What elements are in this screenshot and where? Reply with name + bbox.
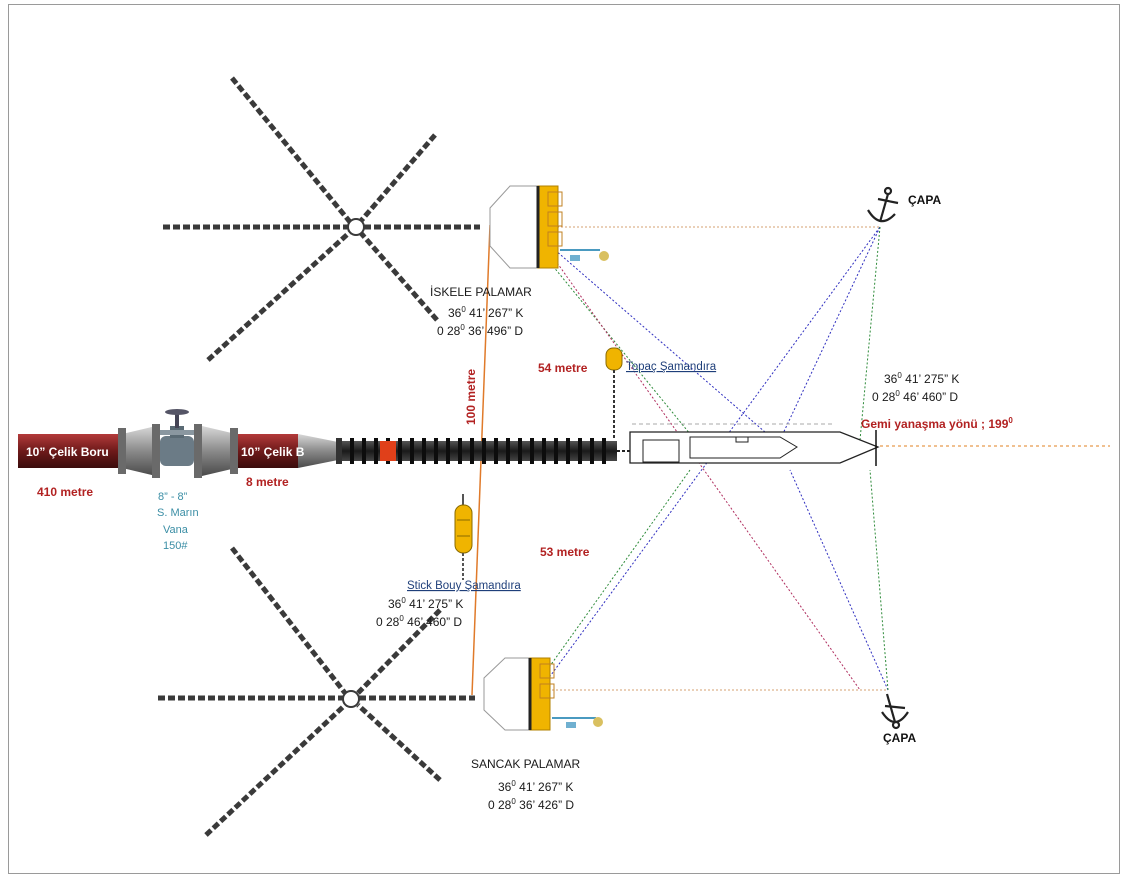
ship-icon [629,423,880,466]
mooring-line [779,226,881,441]
reducer-1 [122,426,156,476]
pipe1-length: 410 metre [37,485,93,499]
mooring-line [554,249,781,446]
reducer-2 [202,426,236,476]
valve-name-2: Vana [163,524,189,536]
chain-segment [358,230,439,322]
mooring-line [859,226,881,441]
anchor-bottom-icon [881,693,909,730]
flange [194,424,202,478]
iskele-lat: 360 41’ 267” K [448,305,523,320]
chain-ring [342,690,360,708]
pipe1-label: 10” Çelik Boru [26,445,109,459]
stick-buoy-icon [454,494,473,580]
mooring-line [789,469,889,691]
pipeline [18,409,630,478]
flange [118,428,126,474]
topac-buoy-icon [605,347,623,440]
lower-chain-anchor [158,546,475,837]
sancak-lon: 0 280 36’ 426” D [488,797,574,812]
ship-lon: 0 280 46’ 460” D [872,389,958,404]
flange [336,438,342,464]
topac-label: Topaç Şamandıra [626,361,717,373]
valve-class: 150# [163,540,188,552]
valve-name-1: S. Marın [157,507,199,519]
chain-segment [230,546,347,695]
flange [230,428,238,474]
iskele-lon: 0 280 36’ 496” D [437,323,523,338]
anchor-top-label: ÇAPA [908,193,941,207]
upper-chain-anchor [163,76,480,362]
mooring-line [547,249,861,691]
chain-segment [358,133,437,224]
sancak-title: SANCAK PALAMAR [471,757,580,771]
chain-segment [230,76,352,224]
valve-size: 8” - 8” [158,491,188,503]
chain-ring [347,218,365,236]
distance-100m: 100 metre [464,369,478,425]
sancak-mooring-buoy-icon [483,657,603,731]
pipe2-length: 8 metre [246,475,289,489]
steel-pipe-2 [238,434,298,468]
hose-marker [380,441,396,461]
mooring-line [869,469,889,691]
distance-53m: 53 metre [540,545,590,559]
diagram-frame [8,4,1120,874]
mooring-line [547,259,696,441]
chain-segment [356,703,442,782]
mooring-line [539,469,691,681]
steel-pipe-1 [18,434,122,468]
anchor-top-icon [867,186,899,223]
reducer-3 [298,434,338,468]
flange [152,424,160,478]
anchor-bottom-label: ÇAPA [883,731,916,745]
iskele-mooring-buoy-icon [489,185,609,269]
distance-54m: 54 metre [538,361,588,375]
stick-label: Stick Bouy Şamandıra [407,580,521,592]
chain-segment [204,703,347,837]
pipe2-label: 10” Çelik B [241,445,305,459]
sancak-lat: 360 41’ 267” K [498,779,573,794]
chain-segment [206,230,352,362]
valve-icon [160,409,194,466]
stick-lat: 360 41’ 275” K [388,596,463,611]
ship-heading: Gemi yanaşma yönü ; 1990 [861,416,1013,431]
iskele-title: İSKELE PALAMAR [430,285,532,299]
ship-lat: 360 41’ 275” K [884,371,959,386]
stick-lon: 0 280 46’ 460” D [376,614,462,629]
